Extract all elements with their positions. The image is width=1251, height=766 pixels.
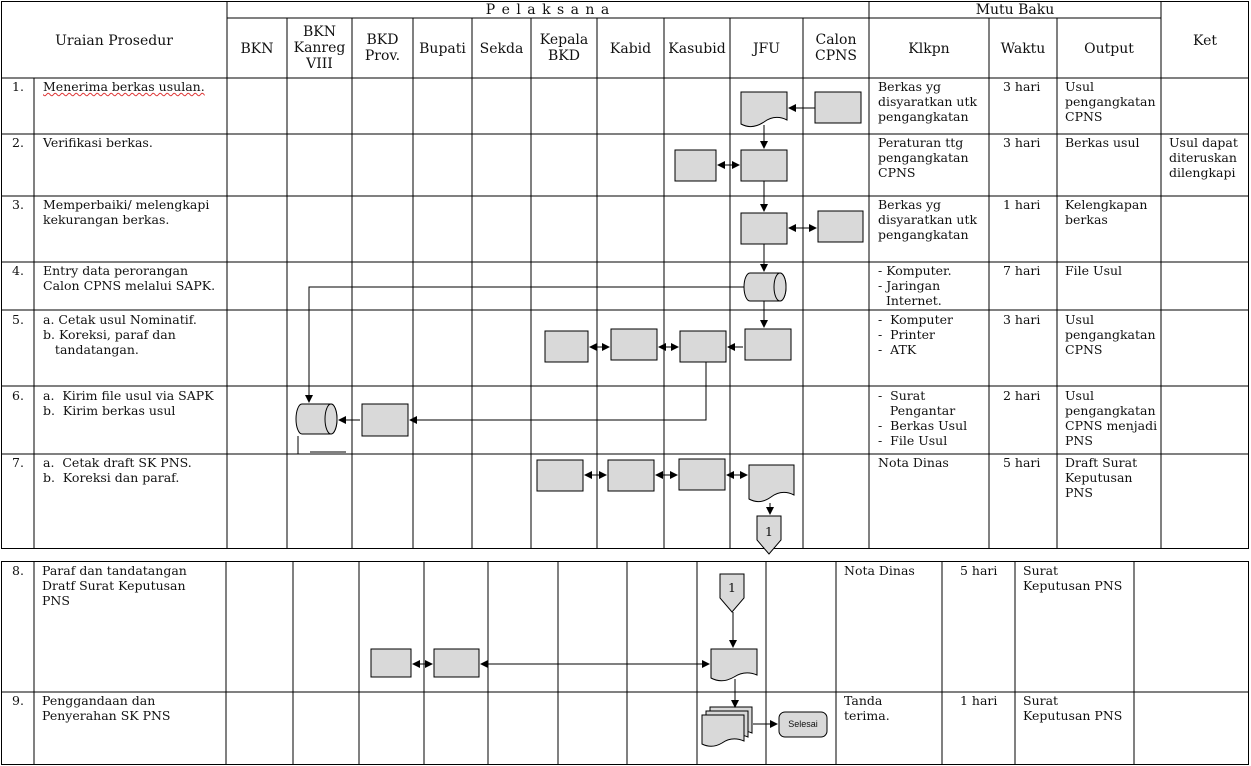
- row-no: 9.: [12, 693, 24, 708]
- process-box: [817, 210, 864, 243]
- document-shape: [710, 648, 758, 682]
- process-box: [674, 149, 717, 182]
- col-bupati: Bupati: [419, 41, 466, 57]
- row-uraian: a. Cetak usul Nominatif. b. Koreksi, par…: [43, 312, 197, 357]
- row-waktu: 3 hari: [1003, 135, 1041, 150]
- process-box: [744, 328, 792, 361]
- row-output: Usul pengangkatan CPNS menjadi PNS: [1065, 388, 1158, 448]
- offpage-connector-label: 1: [765, 524, 773, 539]
- flow-arrows: [297, 104, 817, 728]
- header-ket: Ket: [1193, 33, 1217, 49]
- terminator-label: Selesai: [788, 719, 818, 729]
- row-uraian: Verifikasi berkas.: [43, 135, 153, 150]
- process-box: [433, 648, 480, 678]
- process-box: [607, 459, 655, 492]
- row-uraian: Memperbaiki/ melengkapi kekurangan berka…: [43, 197, 210, 227]
- col-jfu: JFU: [752, 41, 781, 57]
- process-box: [740, 212, 788, 245]
- multi-document-shape: [701, 714, 745, 747]
- header-pelaksana: P e l a k s a n a: [485, 2, 611, 18]
- process-box: [610, 328, 658, 361]
- col-kasubid: Kasubid: [668, 41, 726, 57]
- row-waktu: 5 hari: [960, 563, 998, 578]
- header-uraian: Uraian Prosedur: [55, 33, 173, 49]
- process-box: [544, 330, 589, 363]
- row-klkpn: Berkas yg disyaratkan utk pengangkatan: [878, 79, 978, 124]
- row-no: 3.: [12, 197, 24, 212]
- row-klkpn: Nota Dinas: [844, 563, 915, 578]
- offpage-connector-label: 1: [728, 580, 736, 595]
- row-no: 4.: [12, 263, 24, 278]
- row-output: Usul pengangkatan CPNS: [1065, 312, 1156, 357]
- row-uraian: Menerima berkas usulan.: [43, 79, 205, 94]
- row-waktu: 1 hari: [1003, 197, 1041, 212]
- document-shape: [740, 91, 788, 128]
- row-klkpn: - Surat Pengantar - Berkas Usul - File U…: [878, 388, 968, 448]
- process-box: [678, 458, 726, 491]
- row-output: Berkas usul: [1065, 135, 1140, 150]
- row-no: 7.: [12, 455, 24, 470]
- row-output: Surat Keputusan PNS: [1023, 563, 1123, 593]
- process-box: [370, 648, 412, 678]
- row-klkpn: Tanda terima.: [844, 693, 890, 723]
- row-output: Kelengkapan berkas: [1065, 197, 1148, 227]
- row-klkpn: - Komputer. - Jaringan Internet.: [878, 263, 952, 308]
- col-kepala-bkd: Kepala BKD: [539, 32, 589, 64]
- process-box: [536, 459, 584, 492]
- document-shape: [748, 464, 795, 503]
- row-klkpn: - Komputer - Printer - ATK: [878, 312, 953, 357]
- row-uraian: Entry data perorangan Calon CPNS melalui…: [43, 263, 216, 293]
- row-no: 8.: [12, 563, 24, 578]
- row-waktu: 3 hari: [1003, 79, 1041, 94]
- process-box: [740, 149, 788, 182]
- row-no: 2.: [12, 135, 24, 150]
- row-klkpn: Berkas yg disyaratkan utk pengangkatan: [878, 197, 978, 242]
- row-output: File Usul: [1065, 263, 1123, 278]
- process-box: [361, 403, 409, 437]
- offpage-connector: [719, 573, 745, 613]
- row-uraian: a. Cetak draft SK PNS. b. Koreksi dan pa…: [43, 455, 192, 485]
- col-calon-cpns: Calon CPNS: [815, 32, 857, 64]
- col-bkn: BKN: [240, 41, 274, 57]
- col-sekda: Sekda: [479, 41, 524, 57]
- row-waktu: 5 hari: [1003, 455, 1041, 470]
- row-no: 5.: [12, 312, 24, 327]
- col-kabid: Kabid: [609, 41, 652, 57]
- col-output: Output: [1084, 41, 1134, 57]
- row-klkpn: Nota Dinas: [878, 455, 949, 470]
- col-bkn-kanreg: BKN Kanreg VIII: [293, 24, 346, 72]
- row-uraian: a. Kirim file usul via SAPK b. Kirim ber…: [43, 388, 214, 418]
- row-output: Surat Keputusan PNS: [1023, 693, 1123, 723]
- row-waktu: 3 hari: [1003, 312, 1041, 327]
- col-waktu: Waktu: [1000, 41, 1046, 57]
- process-box: [814, 91, 862, 124]
- row-waktu: 7 hari: [1003, 263, 1041, 278]
- process-box: [679, 330, 727, 363]
- row-waktu: 1 hari: [960, 693, 998, 708]
- row-output: Usul pengangkatan CPNS: [1065, 79, 1156, 124]
- col-klkpn: Klkpn: [908, 41, 950, 57]
- row-no: 6.: [12, 388, 24, 403]
- row-output: Draft Surat Keputusan PNS: [1065, 455, 1138, 500]
- row-ket: Usul dapat diteruskan dilengkapi: [1169, 135, 1238, 180]
- flow-shapes: [295, 91, 864, 747]
- offpage-connector: [756, 515, 782, 555]
- row-klkpn: Peraturan ttg pengangkatan CPNS: [878, 135, 969, 180]
- terminator-shape: [778, 711, 828, 738]
- col-bkd-prov: BKD Prov.: [364, 32, 401, 64]
- row-no: 1.: [12, 79, 24, 94]
- row-uraian: Paraf dan tandatangan Dratf Surat Keputu…: [42, 563, 187, 608]
- row-uraian: Penggandaan dan Penyerahan SK PNS: [42, 693, 171, 723]
- header-mutu-baku: Mutu Baku: [975, 2, 1055, 18]
- row-waktu: 2 hari: [1003, 388, 1041, 403]
